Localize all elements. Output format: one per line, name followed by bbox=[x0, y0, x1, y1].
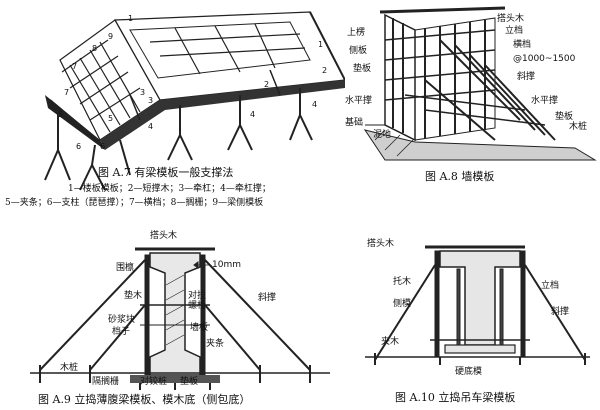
label-a8-dianban: 垫板 bbox=[353, 64, 372, 74]
label-a9-dianban: 垫板 bbox=[180, 377, 199, 387]
caption-a8: 图 A.8 墙模板 bbox=[425, 170, 495, 183]
floor-formwork-drawing bbox=[44, 11, 345, 191]
callout-4c: 4 bbox=[312, 100, 318, 109]
label-a8-cemo: 侧板 bbox=[349, 46, 368, 56]
label-a8-shuipingcheng-right: 水平撑 bbox=[531, 96, 559, 106]
callout-5b: 5 bbox=[58, 110, 64, 119]
label-a9-duila: 对拉 bbox=[188, 291, 207, 301]
label-a9-duijiaozhuang: 对铰桩 bbox=[140, 377, 168, 387]
callout-4b: 4 bbox=[250, 110, 256, 119]
label-a8-xiechen: 斜撑 bbox=[517, 72, 536, 82]
callout-7: 7 bbox=[72, 62, 78, 71]
label-a8-muzhuang: 木桩 bbox=[569, 122, 588, 132]
callout-4: 4 bbox=[148, 122, 154, 131]
label-a9-dahuomu: 搭头木 bbox=[150, 231, 178, 241]
callout-9: 9 bbox=[108, 32, 114, 41]
caption-a7: 图 A.7 有梁模板一般支撑法 bbox=[98, 166, 234, 179]
figure-a7: 1 2 3 4 5 6 7 8 9 2 3 4 7 4 1 5 6 图 A.7 … bbox=[0, 0, 345, 208]
legend-a7-line2: 5—夹条；6—支柱（琵琶撑）；7—横档；8—搁栅；9—梁侧模板 bbox=[5, 198, 264, 208]
label-a8-dahuomu: 搭头木 bbox=[497, 14, 525, 24]
figure-a10: 搭头木 托木 侧模 立档 斜撑 夹木 硬底模 图 A.10 立捣吊车梁模板 bbox=[345, 205, 600, 410]
label-a9-weilin: 围檩 bbox=[116, 263, 135, 273]
figure-a9: 搭头木 围檩 10mm 垫木 对拉 螺栓 斜撑 砂浆块 档子 墙板 夹条 木桩 … bbox=[0, 205, 345, 410]
label-a9-dangzi: 档子 bbox=[112, 327, 131, 337]
label-a10-yingdimo: 硬底模 bbox=[455, 367, 483, 377]
label-a9-dim: 10mm bbox=[212, 260, 241, 270]
callout-2: 2 bbox=[322, 66, 328, 75]
callout-8: 8 bbox=[92, 44, 98, 53]
callout-3: 3 bbox=[148, 96, 154, 105]
callout-1b: 1 bbox=[318, 40, 324, 49]
legend-a7-line1: 1—楼板模板；2—短撑木；3—牵杠；4—牵杠撑； bbox=[68, 184, 271, 194]
label-a9-geshan: 隔搁栅 bbox=[92, 377, 120, 387]
label-a9-qiangban: 墙板 bbox=[190, 323, 209, 333]
callout-3b: 3 bbox=[140, 88, 146, 97]
label-a9-luoshuan: 螺栓 bbox=[188, 301, 207, 311]
label-a9-xiechen: 斜撑 bbox=[258, 293, 277, 303]
label-a9-shajiangkuai: 砂浆块 bbox=[108, 315, 136, 325]
label-a8-dianban2: 垫板 bbox=[555, 112, 574, 122]
crane-beam-formwork-drawing bbox=[365, 245, 590, 365]
callout-1: 1 bbox=[128, 14, 134, 23]
label-a10-xiechen: 斜撑 bbox=[551, 307, 570, 317]
thin-web-beam-formwork-drawing bbox=[30, 247, 330, 390]
label-a10-jiamu: 夹木 bbox=[381, 337, 400, 347]
label-a8-hengdang: 横档 bbox=[513, 40, 532, 50]
caption-a9: 图 A.9 立捣薄腹梁模板、模木底（侧包底） bbox=[38, 393, 251, 406]
callout-2b: 2 bbox=[264, 80, 270, 89]
label-a10-dahuomu: 搭头木 bbox=[367, 239, 395, 249]
label-a8-jichu: 基础 bbox=[345, 118, 364, 128]
label-a8-lidang: 立档 bbox=[505, 26, 524, 36]
label-a9-jiatiao: 夹条 bbox=[206, 339, 225, 349]
callout-6b: 6 bbox=[76, 142, 82, 151]
label-a10-lidang: 立档 bbox=[541, 281, 560, 291]
label-a10-tuomu: 托木 bbox=[393, 277, 412, 287]
label-a9-dianmu: 垫木 bbox=[124, 291, 143, 301]
wall-formwork-drawing bbox=[363, 6, 597, 161]
label-a8-nidi: 泥地 bbox=[373, 130, 392, 140]
callout-7b: 7 bbox=[64, 88, 70, 97]
figure-a8: 搭头木 立档 上楞 侧板 横档 @1000~1500 垫板 斜撑 水平撑 水平撑… bbox=[345, 0, 600, 205]
callout-6: 6 bbox=[100, 142, 106, 151]
label-a9-muzhuang: 木桩 bbox=[60, 363, 79, 373]
caption-a10: 图 A.10 立捣吊车梁模板 bbox=[395, 391, 516, 404]
label-a8-tuding: 上楞 bbox=[347, 28, 366, 38]
label-a8-spacing: @1000~1500 bbox=[513, 54, 576, 64]
callout-5: 5 bbox=[108, 114, 114, 123]
label-a8-shuipingcheng-left: 水平撑 bbox=[345, 96, 373, 106]
label-a10-cemo: 侧模 bbox=[393, 299, 412, 309]
